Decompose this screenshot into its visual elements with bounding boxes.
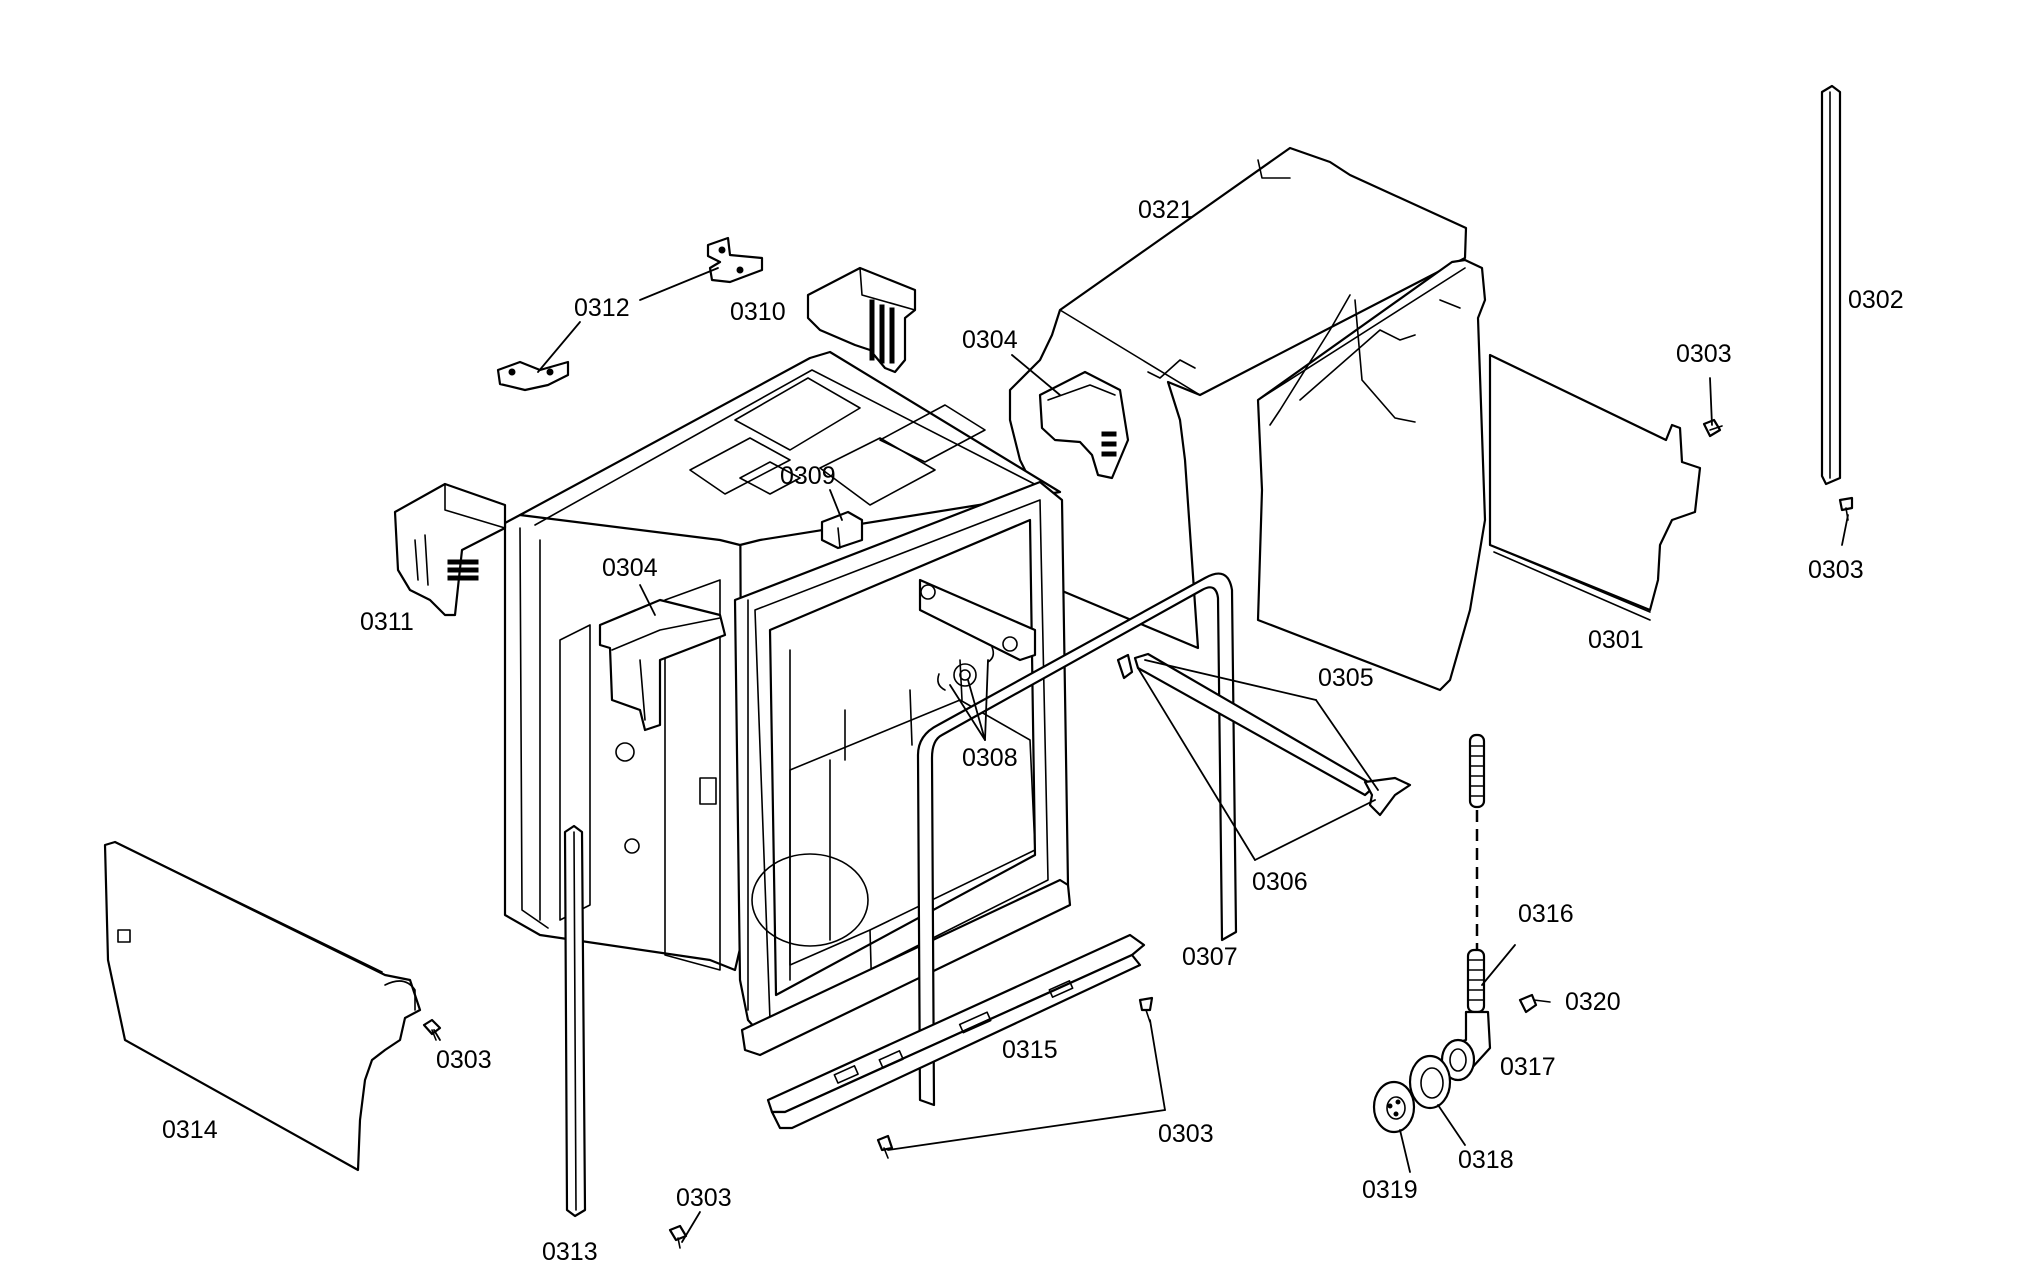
part-0302-side-strip [1820, 84, 1842, 486]
part-0317-elbow [1438, 1010, 1492, 1082]
part-0310-module [806, 266, 917, 374]
part-0309-top-clip [820, 510, 864, 550]
label-0303-rear: 0303 [1676, 340, 1732, 368]
label-0306: 0306 [1252, 868, 1308, 896]
part-0303-screw-rear [1702, 418, 1723, 438]
part-0321-side-shell [1008, 146, 1468, 650]
part-0304-tub-bracket [598, 598, 727, 732]
label-0312: 0312 [574, 294, 630, 322]
label-0320: 0320 [1565, 988, 1621, 1016]
label-0305: 0305 [1318, 664, 1374, 692]
label-0310: 0310 [730, 298, 786, 326]
label-0302: 0302 [1848, 286, 1904, 314]
part-0303-screw-bar-left [876, 1134, 894, 1159]
label-0318: 0318 [1458, 1146, 1514, 1174]
part-0319-nut [1372, 1080, 1416, 1134]
part-0318-ring [1408, 1054, 1452, 1110]
label-0303-front: 0303 [436, 1046, 492, 1074]
label-0309: 0309 [780, 462, 836, 490]
part-0303-screw-strip [1838, 496, 1854, 521]
label-0314: 0314 [162, 1116, 218, 1144]
label-0316: 0316 [1518, 900, 1574, 928]
part-0313-gasket-strip [563, 824, 587, 1218]
part-0303-screw-bottom [668, 1224, 688, 1249]
label-0311: 0311 [360, 608, 414, 636]
part-0303-screw-bar-right [1138, 996, 1154, 1023]
label-0315: 0315 [1002, 1036, 1058, 1064]
part-labels: 0312 0310 0304 0321 0309 0304 0311 0305 … [162, 196, 1904, 1266]
leader-lines [433, 267, 1849, 1243]
part-0314-front-panel [103, 840, 422, 1172]
part-0315-bottom-bar [766, 933, 1146, 1130]
part-0301-rear-panel [1488, 353, 1702, 621]
label-0301: 0301 [1588, 626, 1644, 654]
label-0303-bottom: 0303 [676, 1184, 732, 1212]
part-0321-right-panel [1256, 258, 1487, 692]
label-0307: 0307 [1182, 943, 1238, 971]
part-0311-module [393, 482, 507, 617]
label-0317: 0317 [1500, 1053, 1556, 1081]
part-0304-shell-bracket [1038, 370, 1130, 480]
label-0304-shell: 0304 [962, 326, 1018, 354]
part-0307-door-gasket [916, 572, 1238, 1107]
label-0321: 0321 [1138, 196, 1194, 224]
label-0303-strip: 0303 [1808, 556, 1864, 584]
label-0303-bar: 0303 [1158, 1120, 1214, 1148]
part-0320-screw [1518, 993, 1551, 1014]
label-0308: 0308 [962, 744, 1018, 772]
part-0312-plate-lower [496, 360, 570, 392]
label-0313: 0313 [542, 1238, 598, 1266]
part-0316-hose [1466, 733, 1486, 1014]
label-0319: 0319 [1362, 1176, 1418, 1204]
part-0303-screw-front [422, 1018, 442, 1041]
part-0312-plate-upper [706, 236, 764, 284]
label-0304-tub: 0304 [602, 554, 658, 582]
part-0308-hinge-bracket [918, 578, 1037, 691]
